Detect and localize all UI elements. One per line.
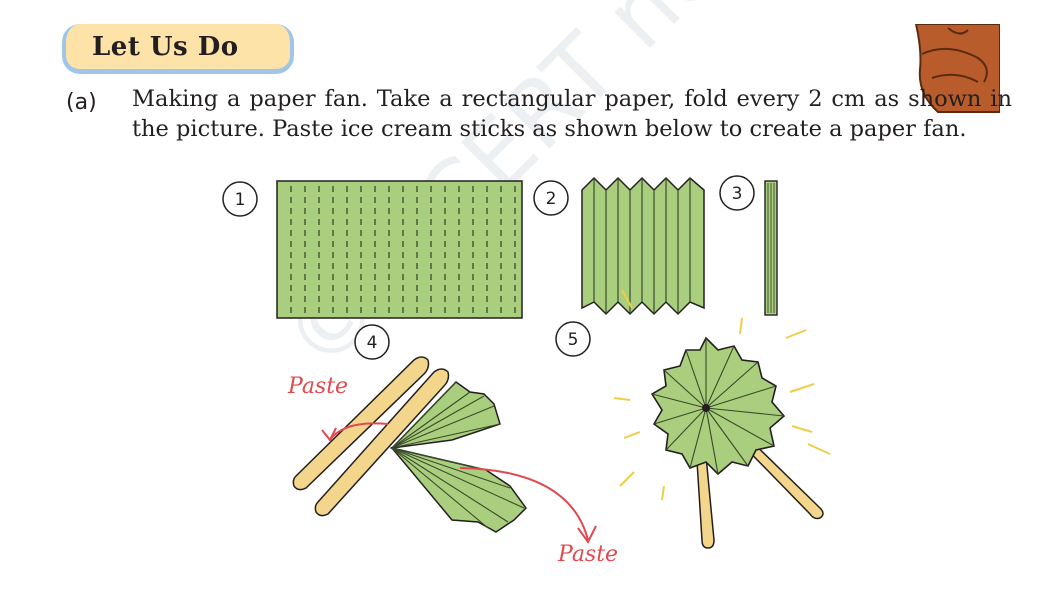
- step-2-illustration: 2: [533, 176, 705, 316]
- activity-instructions: Making a paper fan. Take a rectangular p…: [132, 86, 1012, 142]
- accordion-creases: [593, 178, 691, 314]
- accordion-paper: [581, 176, 705, 316]
- mascot-illustration: [914, 24, 1000, 113]
- step-4-illustration: 4 Paste Paste: [287, 324, 618, 567]
- step-5-number: 5: [568, 330, 579, 350]
- paste-label-bottom: Paste: [557, 542, 618, 567]
- sparkle-lines: [613, 289, 831, 501]
- activity-marker: (a): [66, 90, 97, 115]
- step-4-number: 4: [367, 333, 378, 353]
- step-2-number: 2: [546, 189, 557, 209]
- section-title: Let Us Do: [92, 32, 239, 62]
- fan-handle-stick: [732, 428, 824, 520]
- section-badge: Let Us Do: [62, 24, 294, 74]
- fan-ribs: [651, 338, 785, 475]
- step-2-badge: [533, 180, 569, 216]
- ice-cream-stick: [314, 368, 450, 517]
- step-4-badge: [354, 324, 390, 360]
- paste-arrow: [459, 467, 589, 541]
- folded-fan-half: [389, 381, 501, 450]
- step-3-number: 3: [732, 184, 743, 204]
- step-3-illustration: 3: [719, 175, 778, 316]
- step-1-number: 1: [235, 190, 246, 210]
- paste-label-top: Paste: [287, 374, 348, 399]
- step-1-badge: [222, 181, 258, 217]
- step-1-illustration: 1: [222, 180, 523, 319]
- step-3-badge: [719, 175, 755, 211]
- paste-arrow: [329, 422, 389, 441]
- step-5-illustration: 5: [555, 289, 831, 549]
- step-5-badge: [555, 321, 591, 357]
- rectangular-paper: [276, 180, 523, 319]
